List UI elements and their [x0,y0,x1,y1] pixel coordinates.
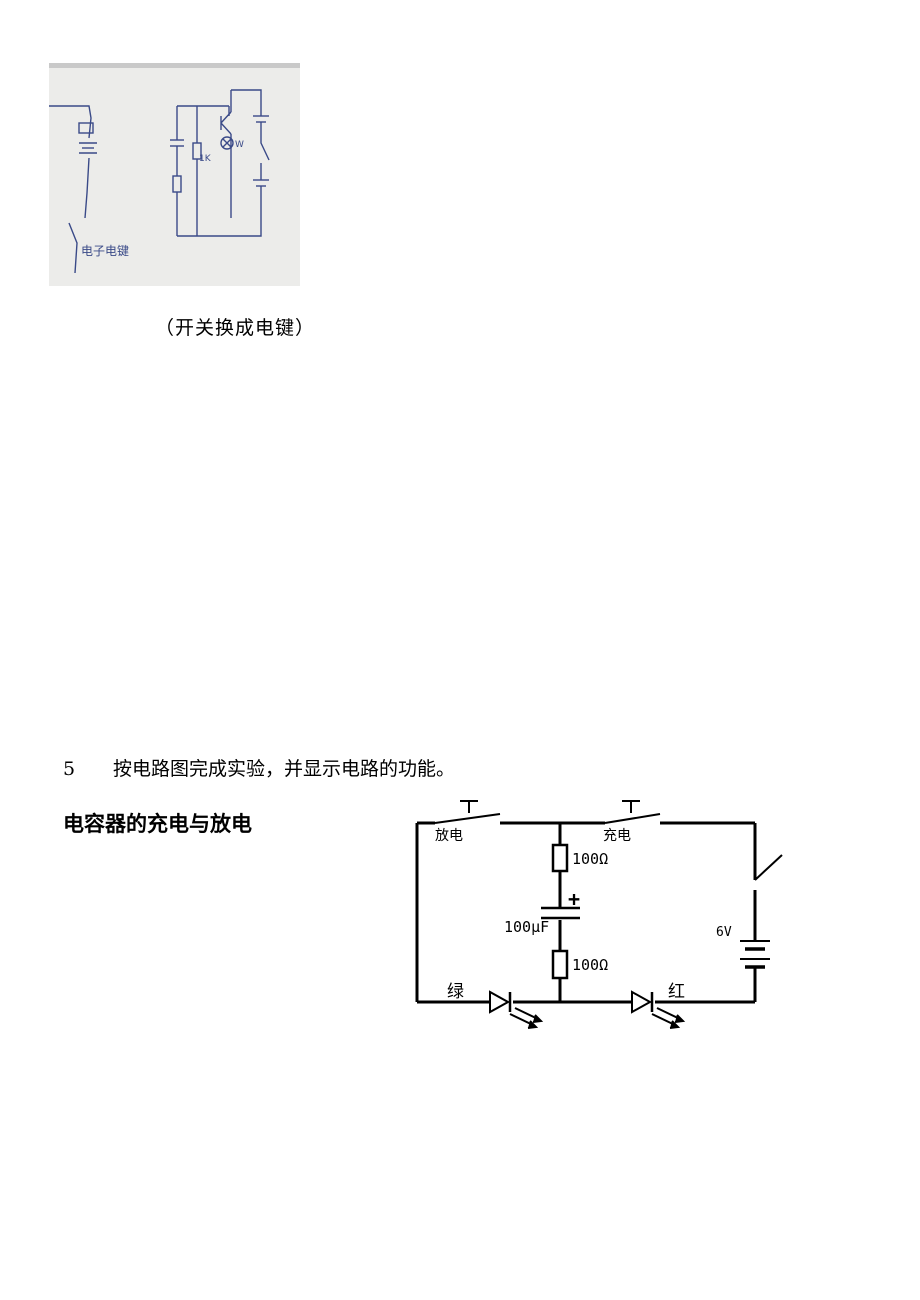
switch-discharge-label: 放电 [435,828,463,844]
capacitor-polarity: + [568,887,580,911]
capacitor-label: 100μF [504,918,549,936]
photo-lamp-label: W [235,140,244,150]
circuit-sketch-photo: 1K W 电子电键 [49,63,300,286]
question-text: 按电路图完成实验，并显示电路的功能。 [113,758,456,780]
question-line: 5 按电路图完成实验，并显示电路的功能。 [63,754,455,781]
capacitor-circuit-diagram: 放电 充电 100Ω + 100μF 100Ω 6V 绿 红 [415,800,783,1029]
led-green-label: 绿 [447,982,464,1002]
resistor-top-label: 100Ω [572,850,608,868]
question-number: 5 [63,758,76,780]
resistor-bottom-label: 100Ω [572,956,608,974]
section-title: 电容器的充电与放电 [63,812,252,836]
led-red-label: 红 [668,982,685,1002]
photo-resistor-label: 1K [199,154,212,164]
battery-label: 6V [716,925,732,940]
photo-handwritten-label: 电子电键 [81,244,129,258]
switch-charge-label: 充电 [603,828,631,844]
photo-caption: （开关换成电键） [155,317,316,339]
